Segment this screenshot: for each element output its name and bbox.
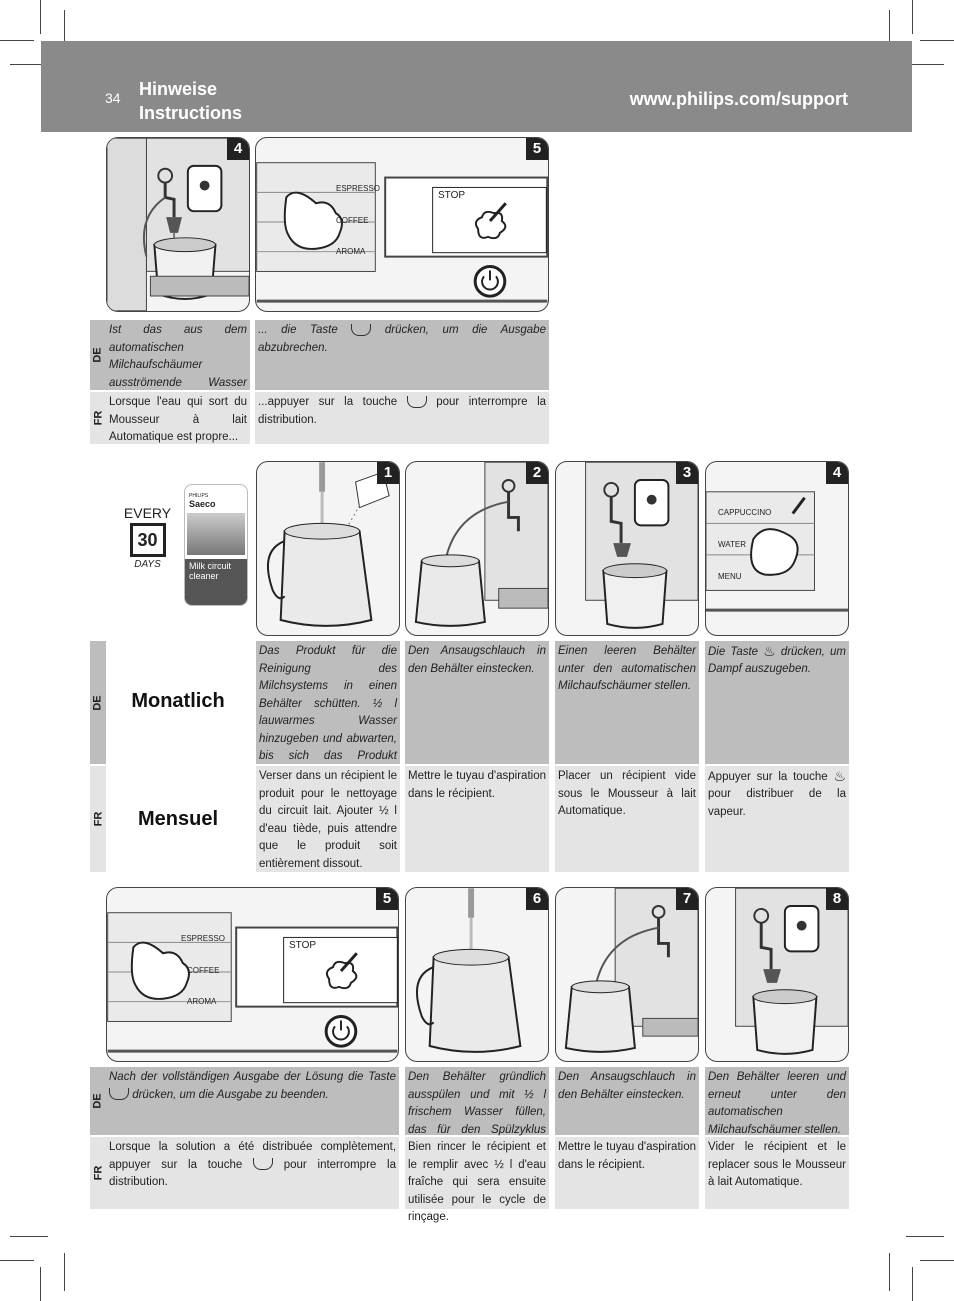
menu-label: MENU: [718, 572, 742, 581]
text-de-step6: Den Behälter gründlich ausspülen und mit…: [405, 1067, 549, 1135]
header-title-fr: Instructions: [139, 103, 242, 124]
lang-label-fr: FR: [90, 766, 106, 872]
lang-label-de: DE: [90, 641, 106, 764]
cappuccino-label: CAPPUCCINO: [718, 508, 771, 517]
coffee-label: COFFEE: [187, 966, 219, 975]
step-number: 8: [826, 888, 848, 910]
illustration-cappuccino-steam-button: CAPPUCCINO WATER MENU 4: [705, 461, 849, 636]
page-number: 34: [105, 90, 121, 106]
aroma-label: AROMA: [187, 997, 216, 1006]
stop-label: STOP: [438, 190, 465, 201]
crop-mark: [0, 1260, 34, 1261]
text-de-step8: Den Behälter leeren und erneut unter den…: [705, 1067, 849, 1135]
step-number: 5: [526, 138, 548, 160]
illustration-rinse-jug: 6: [405, 887, 549, 1062]
monthly-title-de: Monatlich: [106, 690, 250, 713]
step-number: 5: [376, 888, 398, 910]
water-label: WATER: [718, 540, 746, 549]
schedule-badge: EVERY 30 DAYS: [120, 505, 175, 585]
text-fr-step3: Placer un récipient vide sous le Mousseu…: [555, 766, 699, 872]
product-photo: [187, 513, 245, 555]
step-number: 4: [826, 462, 848, 484]
memo-button-icon: [407, 396, 427, 408]
crop-mark: [40, 1267, 41, 1301]
crop-mark: [920, 1260, 954, 1261]
lang-label-fr: FR: [90, 392, 106, 444]
text-de-col1: Ist das aus dem automatischen Milchaufsc…: [106, 320, 250, 390]
step-number: 6: [526, 888, 548, 910]
text-de-step2: Den Ansaugschlauch in den Behälter einst…: [405, 641, 549, 764]
lang-label-fr: FR: [90, 1137, 106, 1209]
text-fr-step5: Lorsque la solution a été distribuée com…: [106, 1137, 399, 1209]
crop-mark: [920, 40, 954, 41]
crop-mark: [64, 1253, 65, 1291]
step-number: 1: [377, 462, 399, 484]
lang-label-de: DE: [90, 320, 106, 390]
memo-button-icon: [351, 324, 371, 336]
crop-mark: [10, 1236, 48, 1237]
step-number: 3: [676, 462, 698, 484]
text-de-step1: Das Produkt für die Reinigung des Milchs…: [256, 641, 400, 764]
every-label: EVERY: [120, 505, 175, 521]
aroma-label: AROMA: [336, 247, 365, 256]
text-fr-col2: ...appuyer sur la touche pour interrompr…: [255, 392, 549, 444]
illustration-insert-hose: 7: [555, 887, 699, 1062]
espresso-label: ESPRESSO: [336, 184, 380, 193]
text-fr-step7: Mettre le tuyau d'aspiration dans le réc…: [555, 1137, 699, 1209]
crop-mark: [889, 1253, 890, 1291]
text-de-step3: Einen leeren Behälter unter den automati…: [555, 641, 699, 764]
crop-mark: [912, 0, 913, 34]
illustration-insert-hose: 2: [405, 461, 549, 636]
calendar-icon: 30: [130, 523, 166, 557]
step-number: 7: [676, 888, 698, 910]
text-fr-step1: Verser dans un récipient le produit pour…: [256, 766, 400, 872]
text-fr-step6: Bien rincer le récipient et le remplir a…: [405, 1137, 549, 1209]
monthly-title-fr: Mensuel: [106, 808, 250, 831]
espresso-label: ESPRESSO: [181, 934, 225, 943]
text-de-step5: Nach der vollständigen Ausgabe der Lösun…: [106, 1067, 399, 1135]
support-url[interactable]: www.philips.com/support: [630, 89, 848, 110]
crop-mark: [906, 1236, 944, 1237]
coffee-label: COFFEE: [336, 216, 368, 225]
memo-button-icon: [253, 1158, 273, 1170]
illustration-machine-frother-jug: 4: [106, 137, 250, 312]
text-de-step4: Die Taste ♨ drücken, um Dampf auszugeben…: [705, 641, 849, 764]
illustration-pour-cleaner: 1: [256, 461, 400, 636]
illustration-control-panel-stop: ESPRESSO COFFEE AROMA STOP 5: [106, 887, 399, 1062]
page-header: 34 Hinweise Instructions www.philips.com…: [41, 41, 912, 132]
steam-button-icon: ♨: [833, 768, 846, 786]
text-de-col2: ... die Taste drücken, um die Ausgabe ab…: [255, 320, 549, 390]
crop-mark: [0, 40, 34, 41]
stop-label: STOP: [289, 940, 316, 951]
crop-mark: [912, 1267, 913, 1301]
header-title-de: Hinweise: [139, 79, 217, 100]
text-fr-step2: Mettre le tuyau d'aspiration dans le réc…: [405, 766, 549, 872]
text-fr-step4: Appuyer sur la touche ♨ pour distribuer …: [705, 766, 849, 872]
product-brand-top: PHILIPS: [185, 485, 247, 499]
crop-mark: [40, 0, 41, 34]
milk-circuit-cleaner-packet: PHILIPS Saeco Milk circuit cleaner: [184, 484, 248, 606]
product-brand: Saeco: [185, 499, 247, 509]
illustration-empty-container: 8: [705, 887, 849, 1062]
step-number: 4: [227, 138, 249, 160]
step-number: 2: [526, 462, 548, 484]
text-fr-step8: Vider le récipient et le replacer sous l…: [705, 1137, 849, 1209]
text-fr-col1: Lorsque l'eau qui sort du Mousseur à lai…: [106, 392, 250, 444]
steam-button-icon: ♨: [763, 643, 776, 661]
product-name: Milk circuit cleaner: [185, 559, 247, 606]
illustration-empty-container: 3: [555, 461, 699, 636]
days-label: DAYS: [120, 559, 175, 570]
text-de-step7: Den Ansaugschlauch in den Behälter einst…: [555, 1067, 699, 1135]
memo-button-icon: [109, 1088, 129, 1100]
lang-label-de: DE: [90, 1067, 106, 1135]
illustration-control-panel-stop: ESPRESSO COFFEE AROMA STOP 5: [255, 137, 549, 312]
